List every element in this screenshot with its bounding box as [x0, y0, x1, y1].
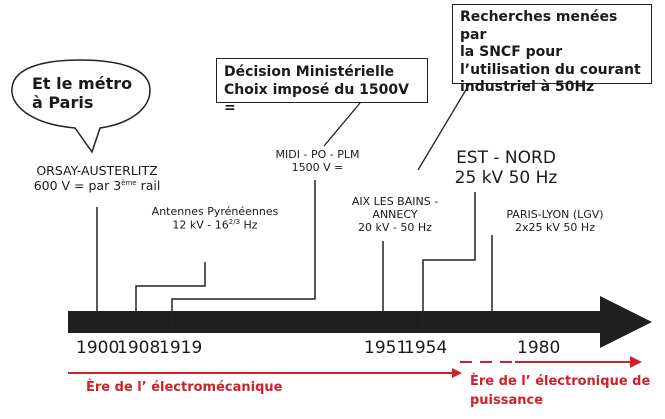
parislyon-name: PARIS-LYON (LGV) — [506, 208, 604, 221]
era-electromecanique-label: Ère de l’ électromécanique — [86, 380, 283, 395]
era-electronique-line-1: Ère de l’ électronique de — [470, 374, 651, 389]
bubble-text: Et le métro à Paris — [22, 74, 142, 112]
bubble-line-1: Et le métro — [32, 74, 133, 93]
bubble-line-2: à Paris — [32, 93, 94, 113]
timeline-arrow — [68, 296, 652, 348]
year-1908: 1908 — [117, 338, 161, 358]
orsay-spec: 600 V = par 3ème rail — [33, 178, 161, 193]
recherches-line-3: l’utilisation du courant — [460, 61, 641, 78]
recherches-line-2: la SNCF pour — [460, 44, 563, 60]
decision-line-2: Choix imposé du 1500V = — [224, 82, 409, 117]
decision-pointer — [323, 102, 361, 147]
event-aix: AIX LES BAINS - ANNECY 20 kV - 50 Hz — [335, 195, 455, 235]
event-line-1908 — [135, 262, 206, 333]
recherches-line-4: industriel à 50Hz — [460, 79, 595, 95]
orsay-name: ORSAY-AUSTERLITZ — [36, 163, 158, 178]
era-electronique-arrowhead — [630, 356, 642, 368]
recherches-box: Recherches menées par la SNCF pour l’uti… — [452, 4, 652, 95]
recherches-line-1: Recherches menées par — [460, 9, 618, 43]
era-electronique-line-2: puissance — [470, 392, 544, 408]
year-1951: 1951 — [364, 338, 408, 358]
year-1900: 1900 — [76, 338, 120, 358]
aix-name-1: AIX LES BAINS - — [351, 195, 439, 208]
year-1954: 1954 — [404, 338, 448, 358]
year-1919: 1919 — [159, 338, 203, 358]
antennes-name: Antennes Pyrénéennes — [151, 205, 279, 218]
event-line-1919 — [171, 180, 316, 333]
event-parislyon: PARIS-LYON (LGV) 2x25 kV 50 Hz — [500, 208, 610, 234]
speech-bubble — [11, 59, 151, 154]
decision-line-1: Décision Ministérielle — [224, 64, 395, 80]
parislyon-spec: 2x25 kV 50 Hz — [515, 221, 595, 235]
estnord-name: EST - NORD — [456, 148, 556, 168]
era-electronique-label: Ère de l’ électronique de puissance — [470, 373, 650, 411]
aix-spec: 20 kV - 50 Hz — [358, 221, 432, 235]
estnord-spec: 25 kV 50 Hz — [454, 168, 558, 189]
era-electromecanique-arrowhead — [452, 368, 462, 378]
midi-spec: 1500 V = — [291, 161, 344, 175]
event-line-1954 — [422, 192, 476, 333]
event-midi: MIDI - PO - PLM 1500 V = — [255, 148, 380, 174]
year-1980: 1980 — [517, 338, 561, 358]
antennes-spec: 12 kV - 162/3 Hz — [172, 218, 258, 232]
event-orsay: ORSAY-AUSTERLITZ 600 V = par 3ème rail — [22, 163, 172, 193]
aix-name-2: ANNECY — [372, 208, 418, 222]
event-estnord: EST - NORD 25 kV 50 Hz — [446, 148, 566, 189]
event-antennes: Antennes Pyrénéennes 12 kV - 162/3 Hz — [140, 205, 290, 232]
midi-name: MIDI - PO - PLM — [275, 148, 360, 161]
decision-box: Décision Ministérielle Choix imposé du 1… — [216, 58, 428, 116]
recherches-pointer — [417, 82, 471, 171]
